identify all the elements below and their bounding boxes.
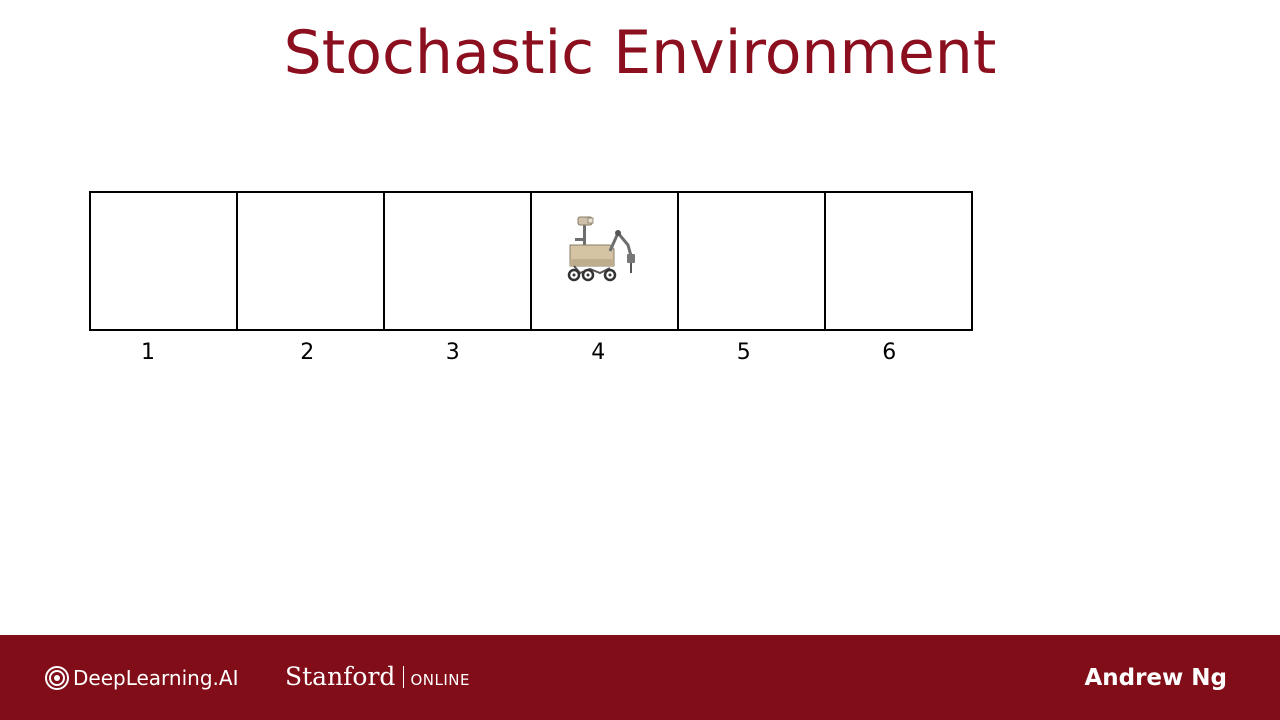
state-cell-1	[89, 191, 238, 331]
author-name: Andrew Ng	[1084, 665, 1227, 691]
stanford-online-logo: Stanford ONLINE	[285, 662, 470, 691]
state-cell-4	[530, 191, 679, 331]
state-cell-2	[236, 191, 385, 331]
state-label: 1	[141, 340, 155, 365]
stanford-wordmark: Stanford	[285, 662, 396, 691]
state-labels: 1 2 3 4 5 6	[89, 340, 962, 365]
footer-bar	[0, 635, 1280, 720]
logo-divider	[403, 665, 405, 688]
slide-title: Stochastic Environment	[283, 18, 997, 88]
state-label: 2	[300, 340, 315, 365]
state-label: 5	[736, 340, 751, 365]
state-label: 4	[591, 340, 606, 365]
state-cell-6	[824, 191, 973, 331]
deeplearning-ai-text: DeepLearning.AI	[73, 666, 239, 690]
deeplearning-ai-logo: DeepLearning.AI	[45, 666, 238, 690]
state-cell-5	[677, 191, 826, 331]
state-cell-3	[383, 191, 532, 331]
online-tag: ONLINE	[410, 671, 470, 689]
mars-rover-icon	[567, 216, 635, 282]
deeplearning-ai-icon	[45, 666, 69, 690]
state-grid	[89, 191, 973, 331]
state-label: 3	[445, 340, 460, 365]
state-label: 6	[882, 340, 897, 365]
